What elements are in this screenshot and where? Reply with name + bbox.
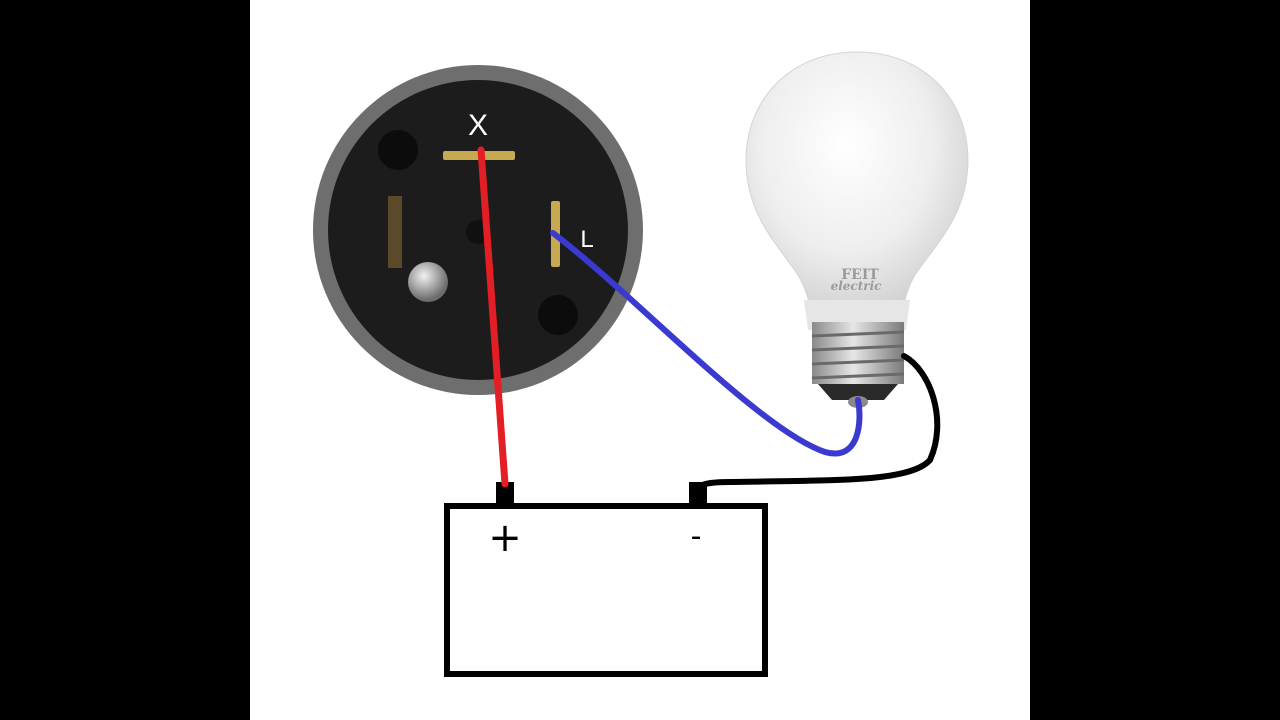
bulb-screw-base	[811, 322, 905, 408]
letterbox-right	[1030, 0, 1280, 720]
wire-bulb-to-negative	[695, 353, 941, 493]
flasher-relay: X L	[313, 65, 643, 395]
relay-hole-bottom-right	[538, 295, 578, 335]
relay-slot-left	[388, 196, 402, 268]
battery-body	[444, 503, 768, 677]
bulb-brand-line2: electric	[831, 279, 883, 293]
wires	[477, 146, 941, 493]
wire-l-to-bulb	[550, 230, 863, 457]
battery-positive-label: +	[488, 515, 522, 561]
light-bulb: FEIT electric	[745, 51, 969, 408]
battery-negative-label: -	[691, 519, 702, 554]
relay-hole-top-left	[378, 130, 418, 170]
terminal-x-label: X	[468, 109, 488, 142]
terminal-l-label: L	[580, 226, 593, 253]
relay-stud	[408, 262, 448, 302]
bulb-brand-line1: FEIT	[841, 267, 879, 283]
letterbox-left	[0, 0, 250, 720]
battery-negative-post	[689, 482, 707, 508]
wire-x-to-positive	[477, 146, 509, 488]
battery: + -	[444, 482, 768, 677]
battery-positive-post	[496, 482, 514, 508]
